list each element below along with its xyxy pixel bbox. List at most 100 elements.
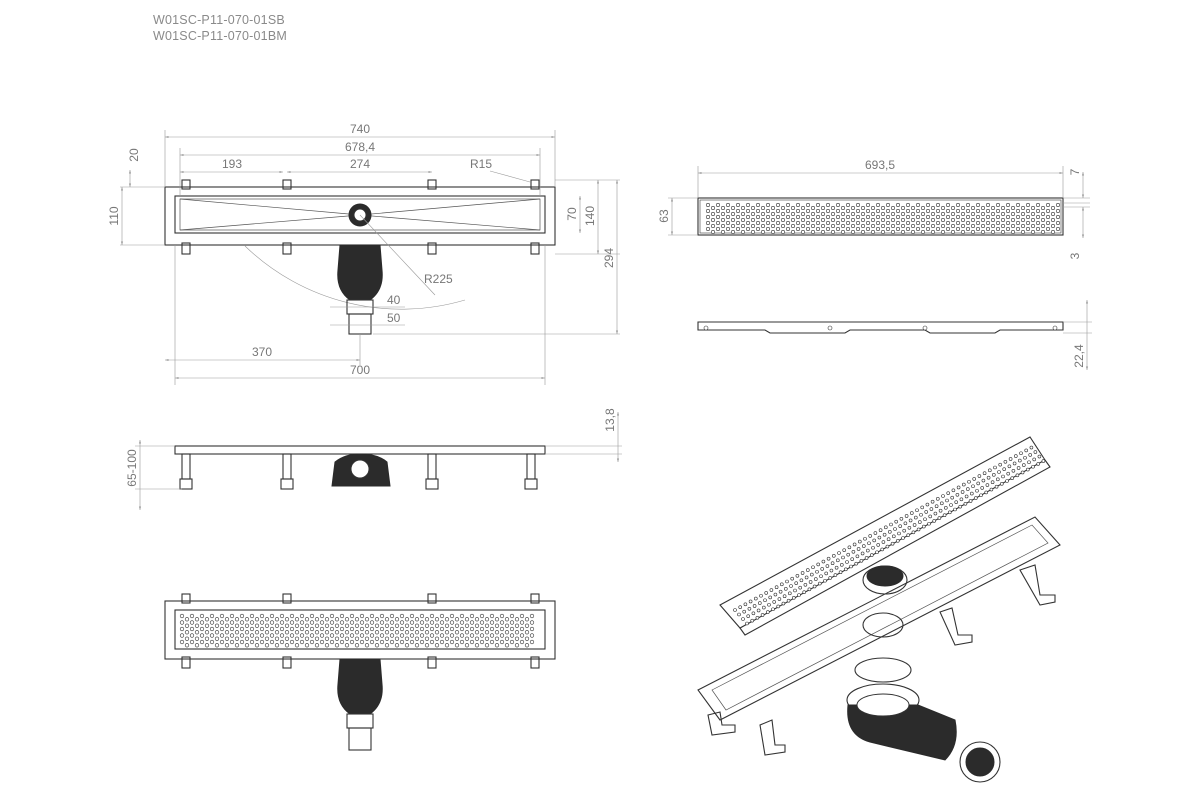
grate-hole xyxy=(334,630,340,635)
grate-hole xyxy=(893,527,897,531)
iso-grate-edge xyxy=(739,459,1051,636)
grate-hole xyxy=(990,480,995,485)
grate-hole xyxy=(759,593,763,598)
grate-hole xyxy=(474,623,480,628)
grate-hole xyxy=(454,643,460,648)
grate-hole xyxy=(1051,212,1056,217)
grate-hole xyxy=(329,633,335,638)
grate-hole xyxy=(860,218,865,223)
grate-hole xyxy=(840,206,845,211)
grate-hole xyxy=(389,626,395,632)
grate-hole xyxy=(760,224,765,229)
grate-hole xyxy=(194,617,200,622)
dim-693-5: 693,5 xyxy=(865,158,895,172)
grate-hole xyxy=(249,613,255,619)
grate-hole xyxy=(199,626,205,632)
grate-hole xyxy=(933,511,938,516)
top-channel xyxy=(174,195,546,234)
grate-hole xyxy=(214,636,220,641)
grate-hole xyxy=(750,224,755,229)
grate-hole xyxy=(760,206,765,211)
grate-hole xyxy=(299,639,305,645)
grate-hole xyxy=(887,530,892,534)
grate-hole xyxy=(935,203,940,208)
grate-hole xyxy=(710,212,715,217)
iso-siphon-opening xyxy=(856,693,910,717)
grate-hole xyxy=(859,558,864,563)
dim-22-4: 22,4 xyxy=(1072,344,1086,368)
grate-hole xyxy=(960,230,965,235)
grate-hole xyxy=(1008,457,1013,461)
grate-hole xyxy=(379,613,385,619)
grate-hole xyxy=(254,623,260,628)
grate-hole xyxy=(419,639,425,645)
grate-hole xyxy=(364,636,370,641)
grate-hole xyxy=(805,221,810,226)
grate-hole xyxy=(780,212,785,217)
grate-hole xyxy=(1033,450,1038,454)
side-view: 65-100 13,8 xyxy=(125,408,622,510)
grate-hole xyxy=(870,224,875,229)
grate-hole xyxy=(775,203,780,208)
grate-hole xyxy=(987,468,992,473)
grate-hole xyxy=(850,206,855,211)
grate-hole xyxy=(915,221,920,226)
dim-140: 140 xyxy=(583,206,597,226)
grate-hole xyxy=(219,633,225,638)
grate-hole xyxy=(474,630,480,635)
grate-hole xyxy=(994,484,999,489)
grate-hole xyxy=(730,212,735,217)
grate-hole xyxy=(244,623,250,628)
grate-hole xyxy=(905,209,910,214)
grate-hole xyxy=(494,636,500,641)
grate-hole xyxy=(189,633,195,638)
grate-hole xyxy=(244,617,250,622)
grate-hole xyxy=(399,633,405,638)
grate-hole xyxy=(339,633,345,638)
grate-hole xyxy=(329,620,335,625)
grate-hole xyxy=(364,617,370,622)
grate-hole xyxy=(930,499,935,504)
dim-193: 193 xyxy=(222,157,242,171)
grate-hole xyxy=(469,626,475,632)
grate-hole xyxy=(239,626,245,632)
grate-hole xyxy=(775,215,780,220)
grate-hole xyxy=(234,617,240,622)
grate-hole xyxy=(499,613,505,619)
assembled-siphon-pipe xyxy=(348,727,372,751)
grate-hole xyxy=(895,215,900,220)
grate-hole xyxy=(1026,467,1030,472)
grate-hole xyxy=(885,227,890,232)
assembled-siphon-neck xyxy=(346,713,374,729)
assembled-feet xyxy=(181,593,540,669)
grate-hole xyxy=(464,643,470,648)
grate-hole xyxy=(509,613,515,619)
grate-hole xyxy=(937,516,942,520)
grate-hole xyxy=(715,221,720,226)
grate-hole xyxy=(980,218,985,223)
grate-hole xyxy=(354,623,360,628)
grate-hole xyxy=(780,218,785,223)
grate-hole xyxy=(820,218,825,223)
iso-grate xyxy=(719,436,1046,629)
grate-hole xyxy=(1005,227,1010,232)
grate-hole xyxy=(304,617,310,622)
grate-hole xyxy=(524,630,530,635)
grate-hole xyxy=(904,514,909,518)
grate-hole xyxy=(756,608,761,613)
grate-hole xyxy=(715,203,720,208)
grate-hole xyxy=(815,203,820,208)
grate-hole xyxy=(444,636,450,641)
grate-hole xyxy=(968,499,973,503)
grate-hole xyxy=(969,491,974,496)
grate-hole xyxy=(1017,458,1022,463)
dim-7: 7 xyxy=(1068,168,1082,175)
grate-hole xyxy=(309,620,315,625)
grate-hole xyxy=(1020,212,1025,217)
grate-top-view: 693,5 63 7 3 xyxy=(657,158,1090,259)
grate-hole xyxy=(890,212,895,217)
grate-hole xyxy=(772,600,777,604)
grate-hole xyxy=(219,620,225,625)
grate-hole xyxy=(484,617,490,622)
grate-hole xyxy=(1056,203,1061,208)
